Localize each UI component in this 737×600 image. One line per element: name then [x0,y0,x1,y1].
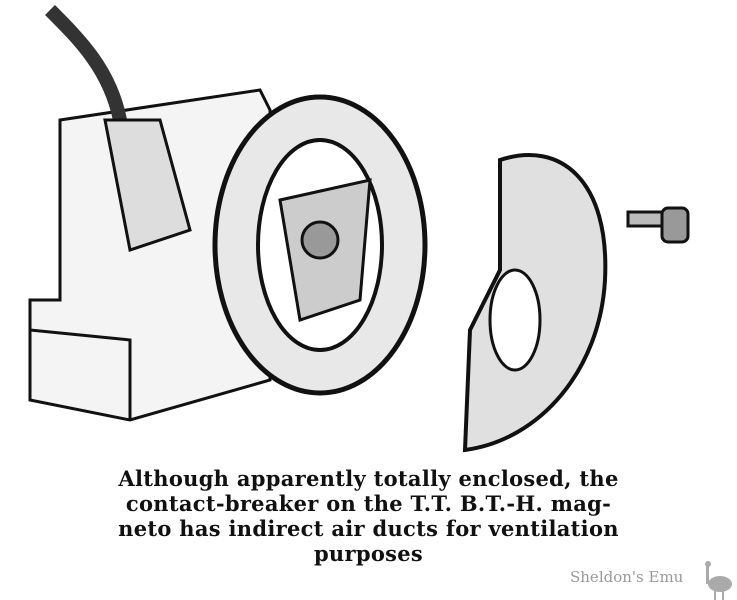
caption: Although apparently totally enclosed, th… [0,466,737,566]
watermark-text: Sheldon's Emu [570,568,684,586]
caption-line: Although apparently totally enclosed, th… [118,466,619,491]
caption-line: purposes [313,541,424,566]
magneto-illustration [28,5,690,453]
caption-line: neto has indirect air ducts for ventilat… [118,516,619,541]
caption-line: contact-breaker on the T.T. B.T.-H. mag- [125,491,612,516]
emu-icon [705,561,732,600]
